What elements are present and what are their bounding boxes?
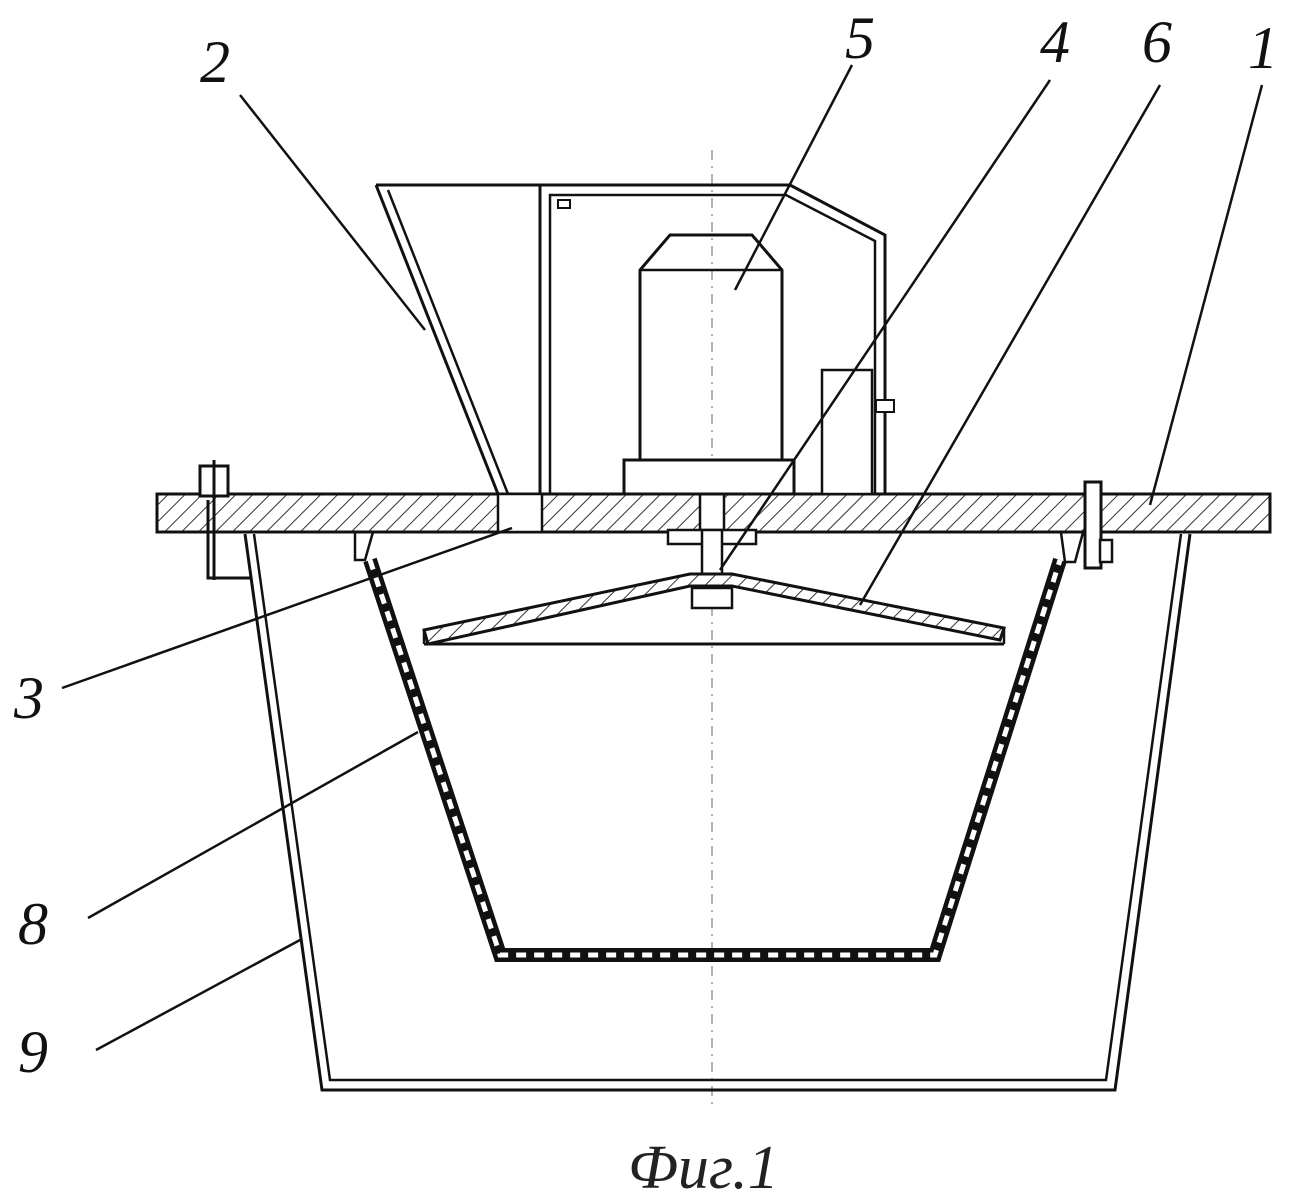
leader-1 bbox=[1148, 84, 1264, 506]
right-clamp bbox=[1083, 480, 1114, 570]
leader-2 bbox=[239, 94, 426, 331]
shaft-and-disc bbox=[422, 528, 1006, 646]
figure-caption: Фиг.1 bbox=[628, 1134, 779, 1200]
electric-motor bbox=[622, 233, 874, 496]
leader-9 bbox=[95, 938, 301, 1052]
label-2: 2 bbox=[200, 29, 230, 95]
inner-basket bbox=[353, 523, 1087, 962]
outer-tank bbox=[243, 533, 1192, 1092]
label-8: 8 bbox=[18, 891, 48, 957]
leader-4 bbox=[718, 79, 1052, 571]
left-bolt bbox=[198, 460, 250, 580]
label-1: 1 bbox=[1248, 15, 1278, 81]
leader-5 bbox=[733, 64, 854, 291]
label-5: 5 bbox=[845, 5, 875, 71]
label-4: 4 bbox=[1040, 9, 1070, 75]
label-3: 3 bbox=[13, 665, 44, 731]
leader-6 bbox=[858, 84, 1162, 606]
leader-lines bbox=[61, 64, 1264, 1052]
loading-hopper bbox=[374, 183, 540, 495]
label-6: 6 bbox=[1142, 9, 1172, 75]
cover-plate bbox=[155, 492, 1272, 534]
leader-8 bbox=[87, 730, 419, 920]
label-9: 9 bbox=[18, 1019, 48, 1085]
leader-3 bbox=[61, 526, 513, 690]
